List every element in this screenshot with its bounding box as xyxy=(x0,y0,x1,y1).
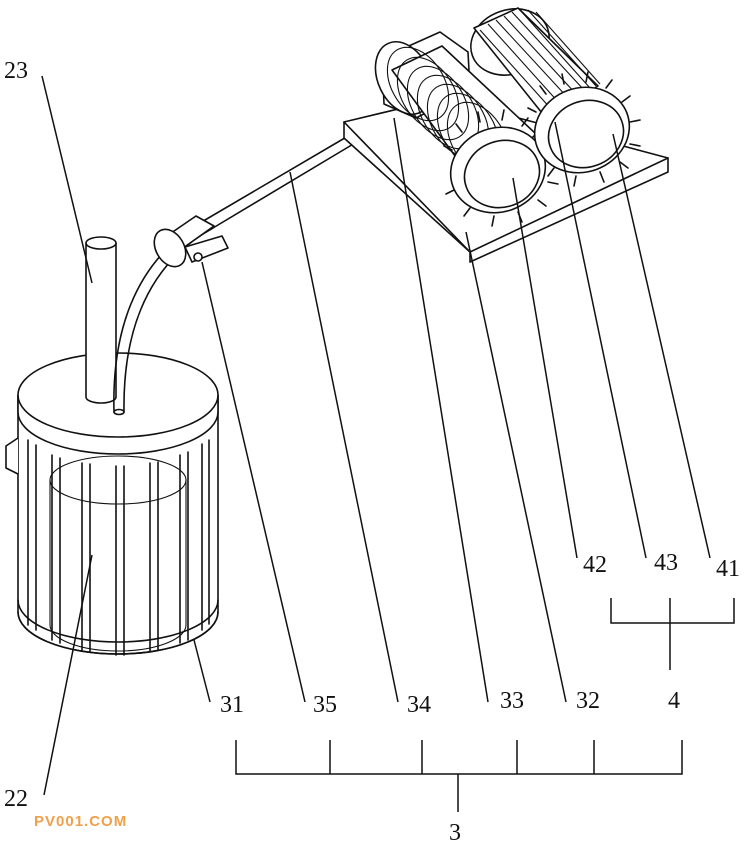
lid-top xyxy=(17,352,219,438)
cage-bars xyxy=(27,439,210,656)
label-3: 3 xyxy=(449,820,461,845)
leader-35 xyxy=(201,261,306,703)
leader-lines xyxy=(41,75,711,796)
leader-41 xyxy=(612,133,711,559)
label-4: 4 xyxy=(668,688,680,714)
leader-23 xyxy=(41,75,93,284)
label-34: 34 xyxy=(407,692,431,718)
bottom-ring-2 xyxy=(17,611,219,655)
label-23: 23 xyxy=(4,58,28,84)
label-43: 43 xyxy=(654,550,678,576)
label-33: 33 xyxy=(500,688,524,714)
drive-roller xyxy=(470,7,641,187)
leader-42 xyxy=(512,177,578,559)
label-32: 32 xyxy=(576,688,600,714)
leader-34 xyxy=(289,171,399,703)
label-42: 42 xyxy=(583,552,607,578)
vertical-pipe xyxy=(85,236,117,404)
bracket-4 xyxy=(610,598,735,670)
leader-31 xyxy=(193,639,211,703)
roller-ribs xyxy=(479,9,601,111)
leader-43 xyxy=(554,121,647,559)
pulley-roller xyxy=(153,215,229,268)
label-35: 35 xyxy=(313,692,337,718)
bottom-ring-1 xyxy=(17,599,219,643)
label-22: 22 xyxy=(4,786,28,812)
leader-33 xyxy=(393,117,489,703)
label-41: 41 xyxy=(716,556,740,582)
side-bracket xyxy=(5,437,19,475)
inner-drum-top xyxy=(49,455,187,505)
cage-assembly xyxy=(5,352,219,656)
watermark-text: PV001.COM xyxy=(34,813,127,830)
inner-drum xyxy=(49,480,187,652)
roller-gear-teeth xyxy=(527,71,641,187)
winding-drum xyxy=(374,31,559,227)
leader-22 xyxy=(43,554,93,796)
bracket-3 xyxy=(235,740,683,812)
leader-32 xyxy=(465,231,567,703)
reference-labels: 23 22 31 35 34 33 32 42 43 41 4 3 xyxy=(4,58,740,845)
label-31: 31 xyxy=(220,692,244,718)
